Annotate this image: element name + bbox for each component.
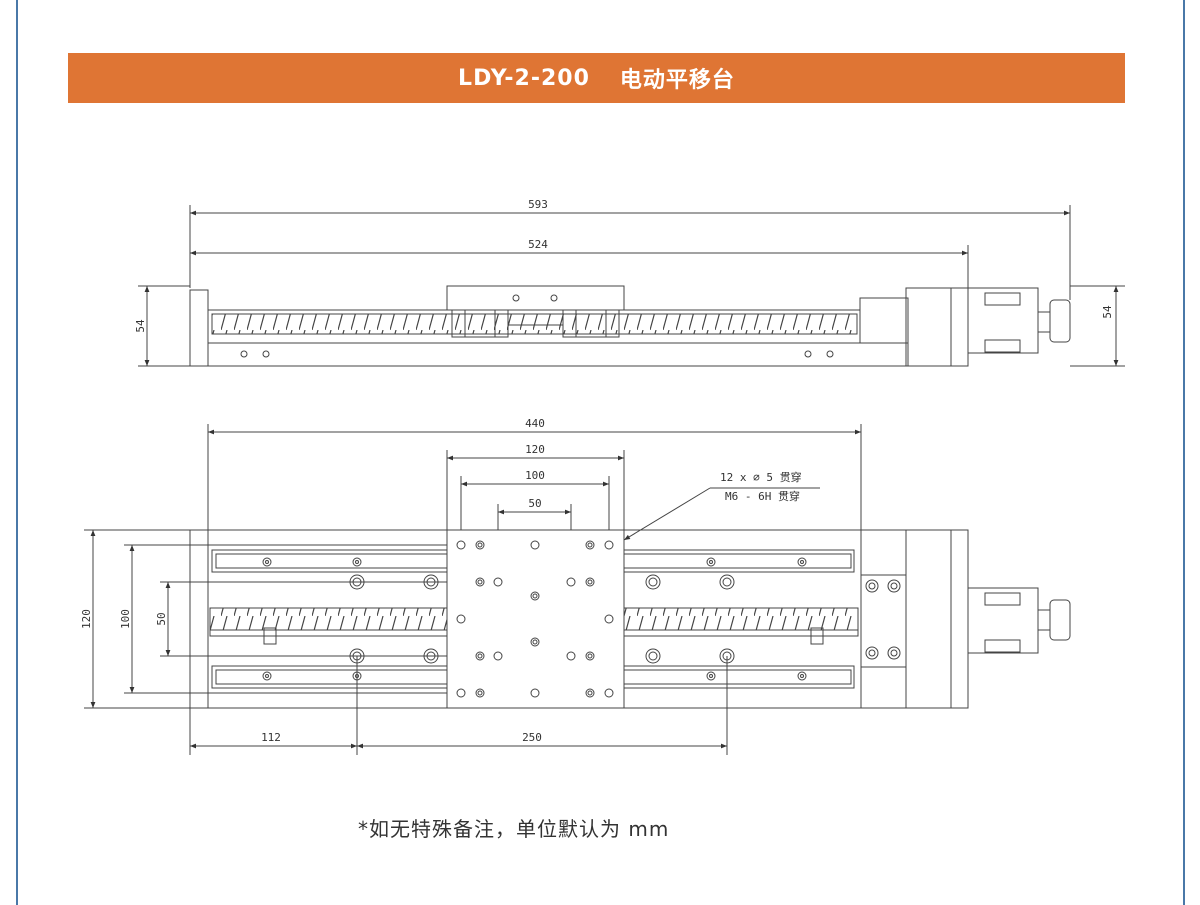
dim-440: 440	[525, 417, 545, 430]
side-view	[138, 205, 1125, 367]
side-knob	[1049, 299, 1071, 343]
dim-54-left: 54	[134, 319, 147, 333]
left-border-line	[16, 0, 18, 905]
dim-54-right: 54	[1101, 305, 1114, 319]
dim-width-120: 120	[80, 609, 93, 629]
dim-250: 250	[522, 731, 542, 744]
dim-524: 524	[528, 238, 548, 251]
dim-table-120: 120	[525, 443, 545, 456]
side-lead-screw	[211, 313, 858, 335]
side-motor-housing	[967, 287, 1039, 354]
model-number: LDY-2-200	[458, 65, 590, 91]
title-banner: LDY-2-200 电动平移台	[68, 53, 1125, 103]
top-view	[84, 424, 1071, 755]
limit-switch-right	[810, 627, 824, 645]
units-footnote: *如无特殊备注，单位默认为 mm	[358, 817, 670, 841]
side-motor-block	[905, 287, 952, 367]
top-motor-housing	[967, 587, 1039, 654]
dim-width-100: 100	[119, 609, 132, 629]
top-knob	[1049, 599, 1071, 641]
carriage-holes	[456, 540, 614, 698]
product-title: 电动平移台	[619, 68, 735, 93]
right-border-line	[1183, 0, 1185, 905]
top-carriage-table	[446, 529, 625, 709]
top-motor-block	[905, 529, 952, 709]
side-base-plate	[207, 342, 909, 367]
dim-112: 112	[261, 731, 281, 744]
mounting-holes	[349, 574, 735, 664]
side-end-cap-left	[189, 289, 209, 367]
rail-screws	[262, 557, 807, 681]
callout-leader	[623, 487, 711, 541]
side-carriage-table	[446, 285, 625, 311]
dim-593: 593	[528, 198, 548, 211]
dim-hole-100: 100	[525, 469, 545, 482]
top-end-cap-left	[189, 529, 209, 709]
limit-switch-left	[263, 627, 277, 645]
callout-hole-spec: 12 x ∅ 5 贯穿	[720, 470, 802, 484]
callout-thread-spec: M6 - 6H 贯穿	[725, 489, 800, 503]
dim-hole-50: 50	[528, 497, 541, 510]
dim-width-50: 50	[155, 612, 168, 625]
